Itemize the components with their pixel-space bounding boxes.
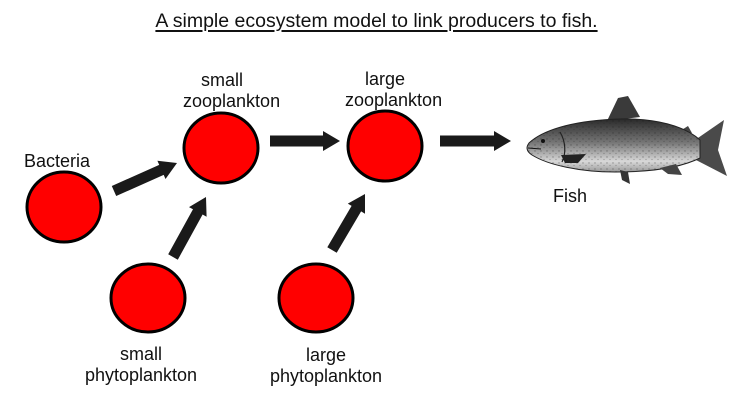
diagram-title: A simple ecosystem model to link produce…: [0, 10, 753, 33]
label-line: phytoplankton: [84, 365, 198, 385]
label-line: zooplankton: [183, 91, 281, 111]
label-small-phytoplankton: small phytoplankton: [74, 344, 208, 386]
label-line: small: [200, 70, 243, 90]
arrow-large-phytoplankton-to-large-zooplankton: [327, 194, 365, 253]
label-line: zooplankton: [345, 90, 443, 110]
node-small-zooplankton: [182, 111, 260, 185]
arrow-small-phytoplankton-to-small-zooplankton: [168, 197, 207, 260]
node-large-phytoplankton: [277, 262, 355, 334]
arrow-small-zooplankton-to-large-zooplankton: [270, 131, 340, 151]
fish-icon: [526, 96, 727, 184]
label-large-phytoplankton: large phytoplankton: [259, 345, 393, 387]
label-line: Bacteria: [24, 151, 91, 171]
node-small-phytoplankton: [109, 262, 187, 334]
arrow-large-zooplankton-to-fish: [440, 131, 511, 151]
label-bacteria: Bacteria: [24, 151, 90, 172]
label-line: phytoplankton: [269, 366, 383, 386]
label-large-zooplankton: large zooplankton: [345, 69, 443, 111]
label-line: small: [119, 344, 162, 364]
diagram-title-text: A simple ecosystem model to link produce…: [155, 10, 598, 32]
label-fish: Fish: [553, 186, 587, 207]
label-line: Fish: [553, 186, 588, 206]
label-line: large: [364, 69, 406, 89]
node-bacteria: [25, 170, 103, 244]
node-large-zooplankton: [346, 109, 424, 183]
arrow-bacteria-to-small-zooplankton: [111, 160, 177, 196]
label-small-zooplankton: small zooplankton: [183, 70, 281, 112]
label-line: large: [305, 345, 347, 365]
